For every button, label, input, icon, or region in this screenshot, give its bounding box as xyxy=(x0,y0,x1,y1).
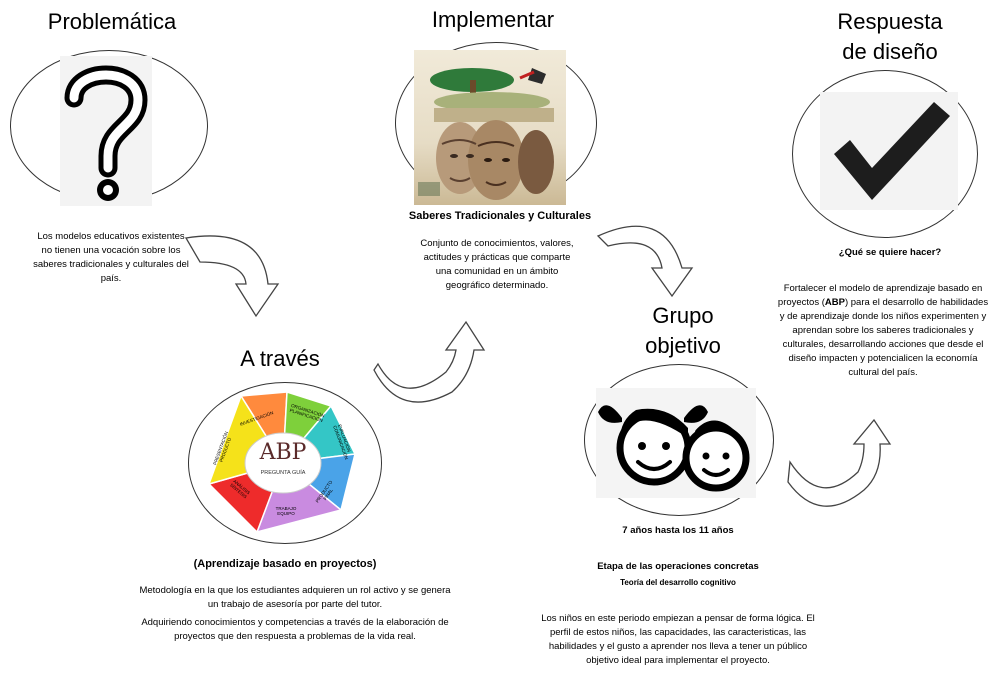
question-mark-icon xyxy=(60,56,152,206)
implementar-text: Conjunto de conocimientos, valores, acti… xyxy=(420,238,574,291)
problematica-title: Problemática xyxy=(47,9,177,34)
respuesta-title-line1: Respuesta xyxy=(837,9,943,34)
abp-diagram: ABP PREGUNTA GUÍA INVESTIGACIÓN ORGANIZA… xyxy=(203,388,363,538)
grupo-text: Los niños en este periodo empiezan a pen… xyxy=(541,613,815,666)
checkmark-icon xyxy=(820,92,958,210)
atraves-subtitle: (Aprendizaje basado en proyectos) xyxy=(193,558,377,570)
respuesta-title-line2: de diseño xyxy=(842,39,938,64)
arrow-implementar-to-grupo xyxy=(596,225,694,298)
respuesta-question: ¿Qué se quiere hacer? xyxy=(838,247,942,258)
abp-center-label: ABP xyxy=(259,440,307,465)
traditional-knowledge-illustration xyxy=(414,50,566,205)
respuesta-text-before: Fortalecer el modelo de aprendizaje basa… xyxy=(777,283,983,308)
atraves-text1: Metodología en la que los estudiantes ad… xyxy=(139,585,451,610)
arrow-grupo-to-respuesta xyxy=(787,418,892,507)
grupo-theory: Teoría del desarrollo cognitivo xyxy=(620,578,736,587)
respuesta-text: Fortalecer el modelo de aprendizaje basa… xyxy=(776,282,990,380)
grupo-ellipse xyxy=(584,364,774,516)
children-faces-icon xyxy=(596,388,756,498)
problematica-text: Los modelos educativos existentes no tie… xyxy=(33,231,189,284)
grupo-title-line1: Grupo xyxy=(652,303,714,328)
grupo-title-line2: objetivo xyxy=(645,333,721,358)
implementar-subtitle: Saberes Tradicionales y Culturales xyxy=(408,210,592,222)
atraves-ellipse xyxy=(188,382,382,544)
grupo-stage: Etapa de las operaciones concretas xyxy=(597,561,759,572)
implementar-title: Implementar xyxy=(431,7,555,32)
arrow-atraves-to-implementar xyxy=(373,320,486,403)
atraves-text2: Adquiriendo conocimientos y competencias… xyxy=(141,617,449,642)
respuesta-ellipse xyxy=(792,70,978,238)
respuesta-text-abp: ABP xyxy=(824,297,845,308)
grupo-age: 7 años hasta los 11 años xyxy=(622,525,734,536)
atraves-title: A través xyxy=(240,346,320,371)
respuesta-text-after: ) para el desarrollo de habilidades y de… xyxy=(779,297,989,378)
abp-center-sub: PREGUNTA GUÍA xyxy=(260,470,306,476)
abp-label-trabajo-equipo: TRABAJO EQUIPO xyxy=(275,506,297,516)
